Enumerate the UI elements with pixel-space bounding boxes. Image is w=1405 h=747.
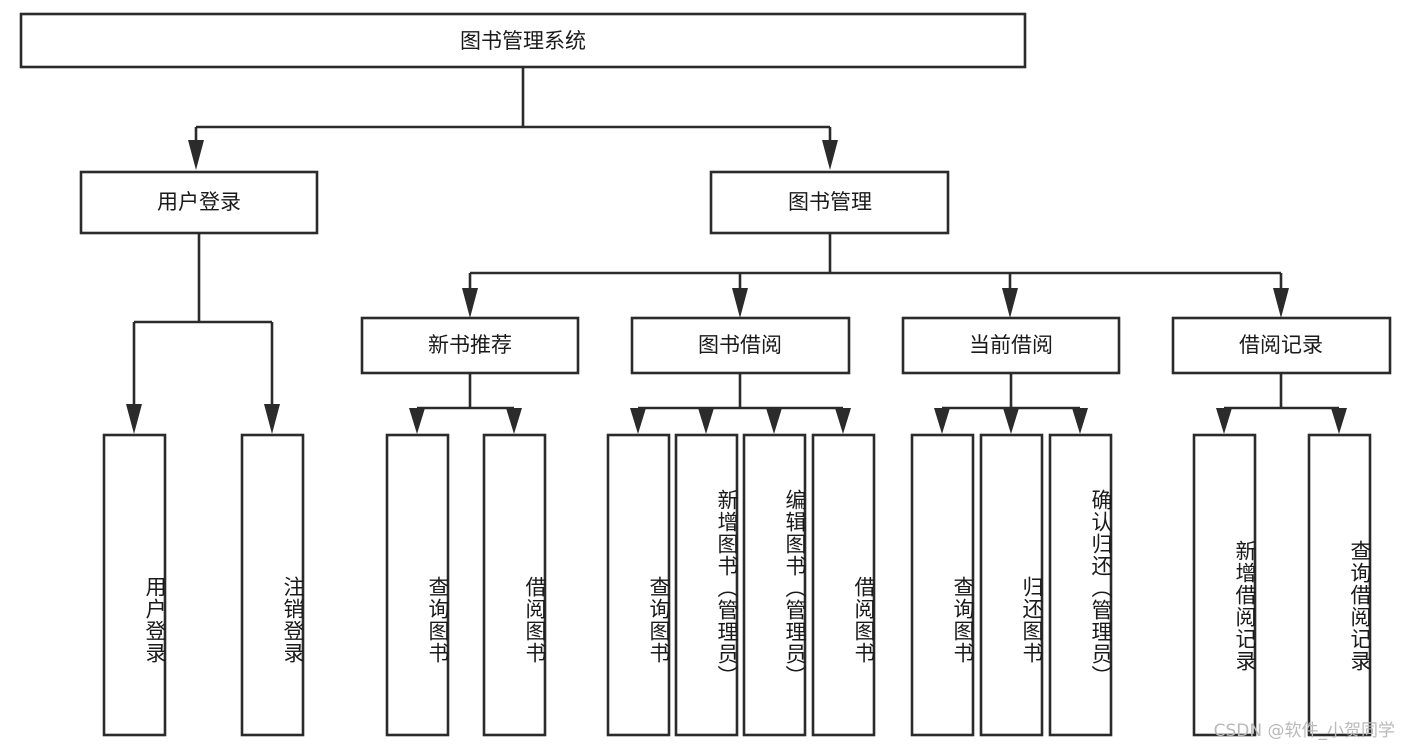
leaf-box-book-borrow-1[interactable] xyxy=(674,433,739,737)
node-current-borrow[interactable]: 当前借阅 xyxy=(901,316,1121,375)
leaf-box-borrow-record-0[interactable] xyxy=(1192,433,1257,737)
root-box xyxy=(19,12,1027,69)
user-login-label: 用户登录 xyxy=(157,190,241,214)
new-book-recommend-box xyxy=(360,316,580,375)
leaf-box-book-borrow-0[interactable] xyxy=(606,433,671,737)
node-root[interactable]: 图书管理系统 xyxy=(19,12,1027,69)
arrow-head-bookmgmt-2 xyxy=(732,288,748,318)
leaf-box-current-borrow-0[interactable] xyxy=(910,433,975,737)
leaf-box-user-login-0[interactable] xyxy=(102,433,167,737)
arrow-head-root-2 xyxy=(822,140,838,170)
leaf-box-current-borrow-1[interactable] xyxy=(979,433,1044,737)
arrow-head-bookborrow-1 xyxy=(630,408,646,434)
book-borrow-box xyxy=(630,316,851,375)
current-borrow-box xyxy=(901,316,1121,375)
arrow-head-bookborrow-2 xyxy=(698,408,714,434)
leaf-box-new-book-0[interactable] xyxy=(385,433,450,737)
leaf-box-new-book-1[interactable] xyxy=(482,433,547,737)
book-borrow-label: 图书借阅 xyxy=(698,333,782,357)
node-book-borrow[interactable]: 图书借阅 xyxy=(630,316,851,375)
csdn-watermark: CSDN @软件_小贺同学 xyxy=(1213,721,1395,741)
current-borrow-label: 当前借阅 xyxy=(969,333,1053,357)
leaf-box-book-borrow-3[interactable] xyxy=(811,433,876,737)
leaf-box-borrow-record-1[interactable] xyxy=(1307,433,1372,737)
borrow-record-box xyxy=(1171,316,1392,375)
leaf-box-book-borrow-2[interactable] xyxy=(742,433,807,737)
arrow-head-borrowrecord-2 xyxy=(1331,408,1347,434)
arrow-head-currentborrow-1 xyxy=(934,408,950,434)
node-new-book-recommend[interactable]: 新书推荐 xyxy=(360,316,580,375)
node-user-login[interactable]: 用户登录 xyxy=(79,170,319,235)
book-management-label: 图书管理 xyxy=(788,190,872,214)
arrow-head-newbook-1 xyxy=(409,408,425,434)
leaf-box-current-borrow-2[interactable] xyxy=(1048,433,1113,737)
book-management-box xyxy=(709,170,950,235)
arrow-head-bookborrow-4 xyxy=(835,408,851,434)
arrow-head-bookmgmt-1 xyxy=(462,288,478,318)
node-borrow-record[interactable]: 借阅记录 xyxy=(1171,316,1392,375)
leaf-box-user-login-1[interactable] xyxy=(240,433,305,737)
arrow-head-userlogin-1 xyxy=(126,404,142,434)
borrow-record-label: 借阅记录 xyxy=(1239,333,1323,357)
arrow-head-root-1 xyxy=(188,140,204,170)
arrow-head-bookborrow-3 xyxy=(766,408,782,434)
arrow-head-bookmgmt-3 xyxy=(1002,288,1018,318)
new-book-recommend-label: 新书推荐 xyxy=(428,333,512,357)
arrow-head-borrowrecord-1 xyxy=(1216,408,1232,434)
arrow-head-newbook-2 xyxy=(506,408,522,434)
arrow-head-userlogin-2 xyxy=(264,404,280,434)
node-book-management[interactable]: 图书管理 xyxy=(709,170,950,235)
arrow-head-currentborrow-2 xyxy=(1003,408,1019,434)
root-label: 图书管理系统 xyxy=(460,29,586,53)
arrow-head-bookmgmt-4 xyxy=(1273,288,1289,318)
arrow-head-currentborrow-3 xyxy=(1072,408,1088,434)
